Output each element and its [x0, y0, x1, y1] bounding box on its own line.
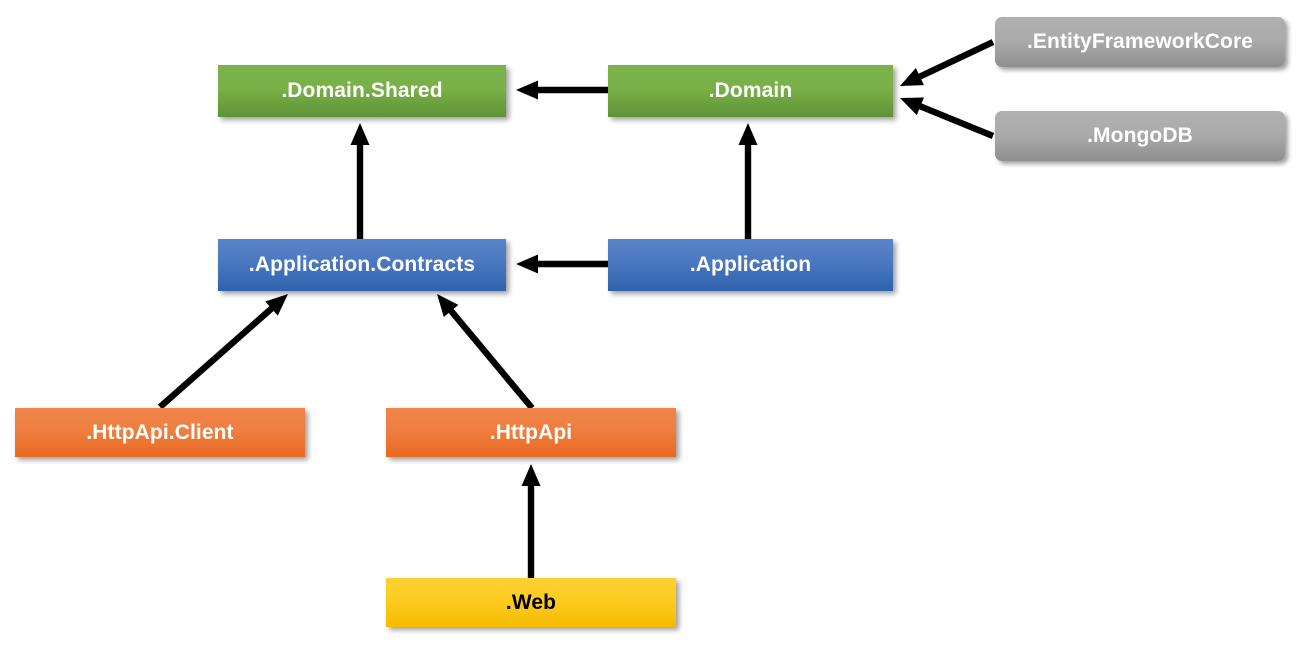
- arrow-httpapi-client-to-application-contracts: [157, 294, 288, 410]
- arrow-web-to-httpapi: [521, 464, 541, 578]
- node-mongodb[interactable]: .MongoDB: [995, 111, 1285, 161]
- node-label-httpapi-client: .HttpApi.Client: [86, 420, 234, 444]
- node-application[interactable]: .Application: [608, 239, 893, 291]
- node-entityframeworkcore[interactable]: .EntityFrameworkCore: [995, 17, 1285, 67]
- node-label-web: .Web: [505, 590, 557, 614]
- arrow-httpapi-to-application-contracts: [437, 294, 535, 411]
- node-label-entityframeworkcore: .EntityFrameworkCore: [1026, 30, 1254, 53]
- node-domain[interactable]: .Domain: [608, 65, 893, 117]
- node-label-httpapi: .HttpApi: [489, 420, 573, 444]
- node-label-application: .Application: [689, 253, 812, 276]
- node-label-domain-shared: .Domain.Shared: [281, 79, 443, 102]
- node-httpapi-client[interactable]: .HttpApi.Client: [15, 408, 305, 457]
- arrow-domain-to-domain-shared: [516, 80, 608, 100]
- arrow-entityframeworkcore-to-domain: [900, 39, 995, 86]
- arrow-mongodb-to-domain: [900, 97, 995, 139]
- arrow-application-to-application-contracts: [516, 254, 608, 274]
- node-label-application-contracts: .Application.Contracts: [248, 253, 476, 276]
- arrow-application-contracts-to-domain-shared: [350, 123, 370, 239]
- node-httpapi[interactable]: .HttpApi: [386, 408, 676, 457]
- node-application-contracts[interactable]: .Application.Contracts: [218, 239, 506, 291]
- node-label-domain: .Domain: [708, 79, 793, 102]
- node-label-mongodb: .MongoDB: [1087, 124, 1193, 147]
- node-web[interactable]: .Web: [386, 578, 676, 627]
- arrow-application-to-domain: [738, 123, 758, 239]
- node-domain-shared[interactable]: .Domain.Shared: [218, 65, 506, 117]
